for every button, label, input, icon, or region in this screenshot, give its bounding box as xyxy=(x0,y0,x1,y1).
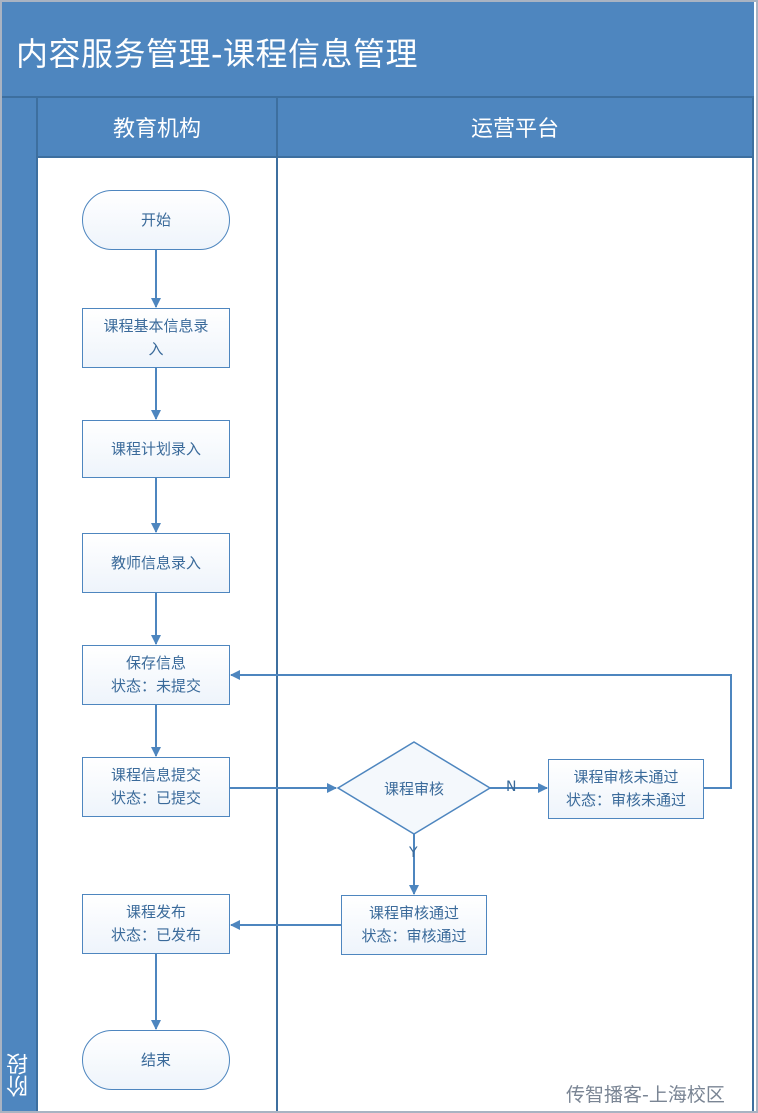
review-rejected-line1: 课程审核未通过 xyxy=(573,768,679,786)
save-info-status: 状态：未提交 xyxy=(110,677,201,695)
lane-divider-right xyxy=(752,98,754,1111)
review-passed-status: 状态：审核通过 xyxy=(361,927,467,945)
review-passed-line1: 课程审核通过 xyxy=(368,904,459,922)
save-info-line1: 保存信息 xyxy=(125,654,186,672)
course-publish-node: 课程发布 状态：已发布 xyxy=(82,894,230,954)
course-basic-info-line1: 课程基本信息录 xyxy=(103,317,209,335)
lane-header-institution: 教育机构 xyxy=(38,98,276,158)
end-node: 结束 xyxy=(82,1030,230,1090)
start-label: 开始 xyxy=(140,210,171,229)
course-publish-line1: 课程发布 xyxy=(125,903,186,921)
lane-divider xyxy=(276,98,278,1111)
course-plan-label: 课程计划录入 xyxy=(110,439,201,458)
course-plan-node: 课程计划录入 xyxy=(82,420,230,478)
save-info-node: 保存信息 状态：未提交 xyxy=(82,645,230,705)
lane-header-platform: 运营平台 xyxy=(278,98,752,158)
edge-label-no: N xyxy=(506,779,517,795)
submit-info-line1: 课程信息提交 xyxy=(110,766,201,784)
diagram-title: 内容服务管理-课程信息管理 xyxy=(16,35,419,73)
course-publish-status: 状态：已发布 xyxy=(110,926,201,944)
course-review-label: 课程审核 xyxy=(383,779,444,798)
phase-strip xyxy=(2,98,38,1111)
course-basic-info-node: 课程基本信息录 入 xyxy=(82,308,230,368)
edge-reject-save xyxy=(230,670,732,789)
start-node: 开始 xyxy=(82,190,230,250)
teacher-info-label: 教师信息录入 xyxy=(110,553,201,572)
title-bar: 内容服务管理-课程信息管理 xyxy=(2,2,754,98)
watermark: 传智播客-上海校区 xyxy=(566,1084,725,1106)
course-basic-info-line2: 入 xyxy=(148,340,164,358)
submit-info-status: 状态：已提交 xyxy=(110,789,201,807)
review-rejected-status: 状态：审核未通过 xyxy=(565,791,686,809)
teacher-info-node: 教师信息录入 xyxy=(82,533,230,593)
review-rejected-node: 课程审核未通过 状态：审核未通过 xyxy=(548,759,704,819)
end-label: 结束 xyxy=(140,1050,171,1069)
review-decision-diamond xyxy=(336,741,492,835)
submit-info-node: 课程信息提交 状态：已提交 xyxy=(82,757,230,817)
edge-label-yes: Y xyxy=(409,845,418,861)
review-passed-node: 课程审核通过 状态：审核通过 xyxy=(341,895,487,955)
